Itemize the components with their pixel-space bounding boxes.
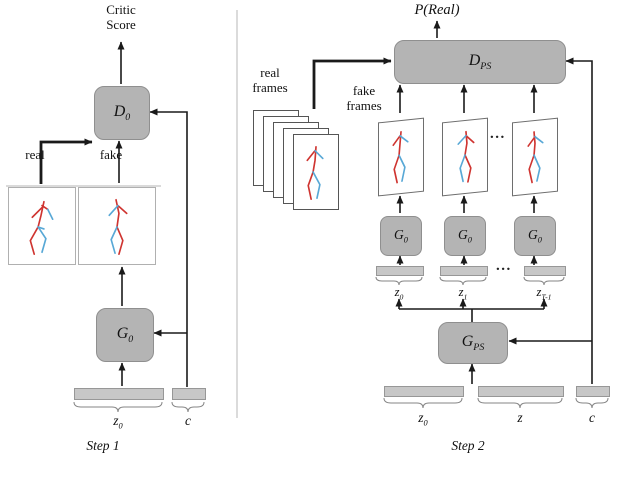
pose-skeleton-fake-1 — [392, 130, 409, 184]
fake-frame-1 — [378, 117, 424, 197]
gps-label: GPS — [461, 332, 485, 354]
underbrace-bottom-z0 — [383, 397, 463, 409]
bottom-c-label: c — [589, 410, 595, 425]
line-c-to-dps — [565, 57, 593, 384]
fake-frame — [78, 187, 156, 265]
z0-label: z0 — [113, 413, 123, 431]
latent-bar-zt — [524, 266, 566, 276]
underbrace-z0 — [73, 401, 163, 413]
underbrace-c — [171, 401, 205, 413]
bottom-z0-bar — [384, 386, 464, 397]
dps-label: DPS — [468, 51, 492, 73]
step2-label: Step 2 — [451, 438, 485, 453]
fake-label: fake — [99, 147, 123, 162]
g0-label-3: G0 — [528, 227, 542, 245]
pose-skeleton-fake-2 — [457, 130, 475, 183]
g0-label: G0 — [116, 324, 134, 346]
pose-skeleton-real-stack — [306, 145, 324, 201]
underbrace-bottom-z — [477, 397, 563, 409]
arrow-real-to-d0 — [39, 138, 93, 184]
latent-bar-z1 — [440, 266, 488, 276]
bottom-c-bar — [576, 386, 610, 397]
latent-z0-label: z0 — [394, 285, 404, 302]
generator-gps-block: GPS — [438, 322, 508, 364]
fake-frame-3 — [512, 117, 558, 197]
bottom-z-bar — [478, 386, 564, 397]
generator-g0-block-3: G0 — [514, 216, 556, 256]
underbrace-latent-z1 — [439, 276, 487, 286]
p-real-label: P(Real) — [414, 2, 460, 18]
pose-skeleton-real — [29, 200, 54, 255]
real-frame — [8, 187, 76, 265]
step1-connectors — [6, 41, 205, 413]
c-label: c — [185, 413, 191, 428]
real-frame-stack-front — [293, 134, 339, 210]
g0-label-2: G0 — [458, 227, 472, 245]
real-label: real — [25, 147, 45, 162]
discriminator-d0-block: D0 — [94, 86, 150, 140]
pose-skeleton-fake-3 — [527, 131, 544, 184]
latent-z1-label: z1 — [458, 285, 468, 302]
generator-g0-block: G0 — [96, 308, 154, 362]
latent-zt-label: zT-1 — [536, 285, 552, 302]
ellipsis-latents: ... — [496, 258, 512, 274]
underbrace-latent-z0 — [375, 276, 423, 286]
d0-label: D0 — [113, 102, 131, 124]
discriminator-dps-block: DPS — [394, 40, 566, 84]
c-input-bar — [172, 388, 206, 400]
real-frames-label: real frames — [252, 65, 288, 95]
generator-g0-block-2: G0 — [444, 216, 486, 256]
critic-score-label: Critic Score — [106, 2, 136, 32]
underbrace-latent-zt — [523, 276, 565, 286]
fake-frames-label: fake frames — [346, 83, 382, 113]
fake-frame-2 — [442, 117, 488, 197]
step2-connectors — [312, 20, 609, 409]
z0-input-bar — [74, 388, 164, 400]
underbrace-bottom-c — [575, 397, 609, 409]
g0-label-1: G0 — [394, 227, 408, 245]
generator-g0-block-1: G0 — [380, 216, 422, 256]
step1-label: Step 1 — [86, 438, 120, 453]
ellipsis-fake-frames: ... — [490, 126, 506, 142]
bottom-z0-label: z0 — [418, 410, 428, 428]
arrow-realframes-to-dps — [312, 57, 392, 109]
bottom-z-label: z — [517, 410, 523, 425]
pose-skeleton-fake — [108, 198, 128, 255]
line-c-to-d0 — [149, 108, 188, 387]
latent-bar-z0 — [376, 266, 424, 276]
